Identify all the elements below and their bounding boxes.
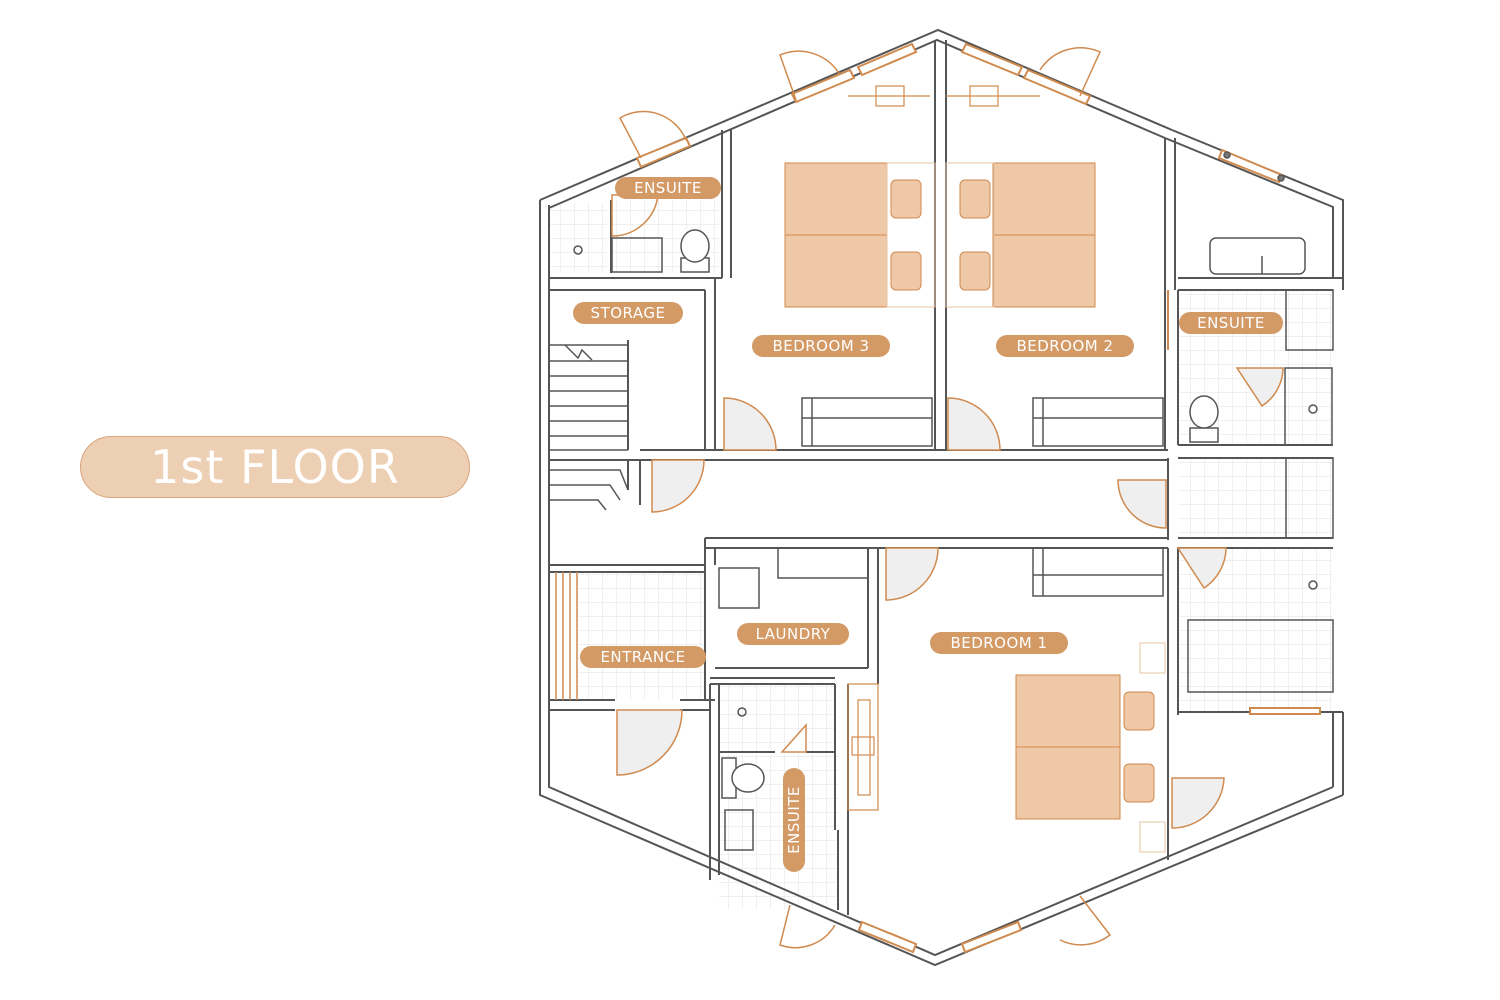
svg-text:STORAGE: STORAGE	[591, 304, 666, 322]
tiled-floors	[549, 200, 1332, 909]
svg-text:BEDROOM 3: BEDROOM 3	[772, 337, 869, 355]
floor-label-text: 1st FLOOR	[150, 440, 400, 494]
svg-text:ENTRANCE: ENTRANCE	[600, 648, 685, 666]
svg-text:ENSUITE: ENSUITE	[785, 786, 803, 854]
bedside-tables	[886, 162, 1166, 853]
staircase	[549, 344, 629, 700]
furniture	[611, 237, 1334, 851]
label-entrance: ENTRANCE	[580, 646, 706, 668]
svg-text:ENSUITE: ENSUITE	[1197, 314, 1265, 332]
toilets	[573, 151, 1318, 799]
beds	[784, 162, 1155, 820]
label-laundry: LAUNDRY	[737, 623, 849, 645]
svg-text:LAUNDRY: LAUNDRY	[756, 625, 831, 643]
label-storage: STORAGE	[573, 302, 683, 324]
interior-walls	[549, 40, 1343, 915]
svg-text:BEDROOM 1: BEDROOM 1	[950, 634, 1047, 652]
desks	[847, 85, 1040, 811]
room-labels: ENSUITE STORAGE BEDROOM 3 BEDROOM 2 ENSU…	[573, 177, 1283, 872]
label-ensuite-right: ENSUITE	[1179, 312, 1283, 334]
label-bedroom-3: BEDROOM 3	[752, 335, 890, 357]
doors	[611, 47, 1284, 949]
floor-label-badge: 1st FLOOR	[80, 436, 470, 498]
label-ensuite-bottom: ENSUITE	[783, 768, 805, 872]
svg-text:ENSUITE: ENSUITE	[634, 179, 702, 197]
svg-text:BEDROOM 2: BEDROOM 2	[1016, 337, 1113, 355]
label-bedroom-1: BEDROOM 1	[930, 632, 1068, 654]
label-ensuite-top-left: ENSUITE	[615, 177, 721, 199]
windows	[635, 42, 1321, 954]
label-bedroom-2: BEDROOM 2	[996, 335, 1134, 357]
